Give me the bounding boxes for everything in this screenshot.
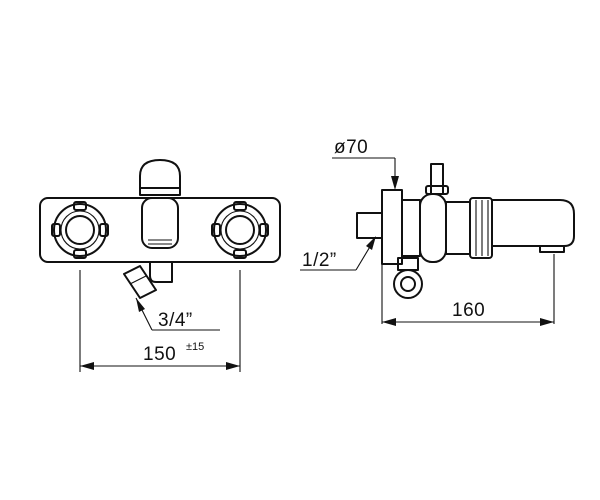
inlet-ring [393,269,423,299]
front-plate [39,197,281,263]
side-view: 160 ø70 1/2” [300,137,575,326]
diameter-label: ø70 [334,137,368,158]
spout [491,199,575,247]
top-stem [430,163,444,195]
inlet-elbow [123,261,173,299]
inlet-size-label: 3/4” [158,310,193,331]
center-cartridge [139,159,181,249]
front-view: 150 ±15 3/4” [39,159,281,372]
width-tolerance-label: ±15 [186,341,204,353]
left-handle [51,201,109,259]
threaded-nipple [356,212,383,239]
wall-flange [381,189,403,265]
handle-collar [469,197,493,259]
right-handle [211,201,269,259]
width-dimension-label: 150 [143,344,176,365]
depth-dimension-label: 160 [452,300,485,321]
connection-size-label: 1/2” [302,250,337,271]
